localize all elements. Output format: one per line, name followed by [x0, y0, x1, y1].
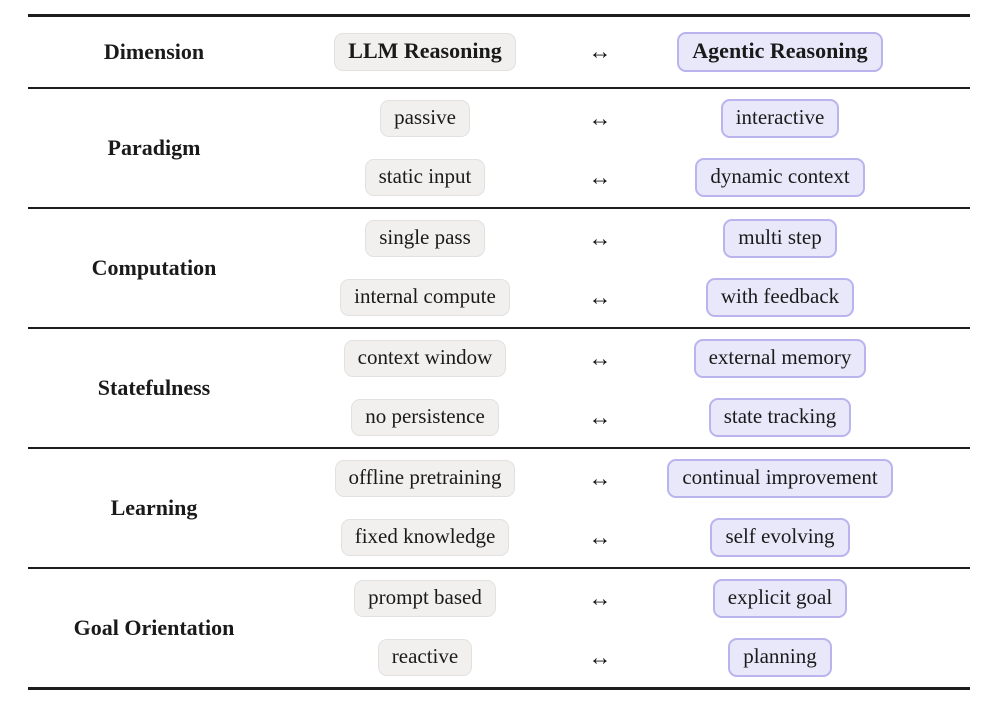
agentic-cell: planning — [630, 628, 930, 687]
dimension-label: Goal Orientation — [73, 615, 235, 640]
agentic-trait-pill: interactive — [720, 98, 840, 139]
llm-trait-pill: passive — [380, 99, 470, 138]
agentic-trait-pill: planning — [728, 637, 832, 678]
bidirectional-arrow-icon: ↔ — [588, 465, 612, 491]
llm-trait-pill: reactive — [377, 638, 473, 677]
bidirectional-arrow-icon: ↔ — [588, 284, 612, 310]
llm-cell: static input — [280, 148, 570, 207]
dimension-label: Paradigm — [107, 135, 201, 160]
bidirectional-arrow-icon: ↔ — [588, 105, 612, 131]
llm-cell: no persistence — [280, 388, 570, 447]
llm-cell: reactive — [280, 628, 570, 687]
table-header-row: Dimension LLM Reasoning ↔ Agentic Reason… — [28, 17, 970, 87]
agentic-cell: state tracking — [630, 388, 930, 447]
bidirectional-arrow-icon: ↔ — [588, 404, 612, 430]
agentic-cell: with feedback — [630, 268, 930, 327]
header-agentic-cell: Agentic Reasoning — [630, 17, 930, 87]
arrow-cell: ↔ — [570, 329, 630, 388]
bidirectional-arrow-icon: ↔ — [588, 524, 612, 550]
agentic-cell: interactive — [630, 89, 930, 148]
agentic-trait-pill: multi step — [723, 218, 837, 259]
llm-cell: fixed knowledge — [280, 508, 570, 567]
section-divider — [28, 447, 970, 449]
llm-cell: offline pretraining — [280, 449, 570, 508]
llm-cell: internal compute — [280, 268, 570, 327]
agentic-trait-pill: explicit goal — [712, 578, 848, 619]
agentic-trait-pill: self evolving — [710, 517, 850, 558]
section-paradigm: Paradigm passive ↔ interactive static in… — [28, 89, 970, 207]
agentic-cell: dynamic context — [630, 148, 930, 207]
agentic-cell: self evolving — [630, 508, 930, 567]
llm-cell: single pass — [280, 209, 570, 268]
llm-trait-pill: offline pretraining — [334, 459, 516, 498]
section-divider — [28, 327, 970, 329]
arrow-cell: ↔ — [570, 449, 630, 508]
comparison-table: Dimension LLM Reasoning ↔ Agentic Reason… — [28, 14, 970, 690]
llm-trait-pill: internal compute — [340, 278, 510, 317]
agentic-reasoning-header-pill: Agentic Reasoning — [677, 31, 883, 73]
llm-reasoning-header-pill: LLM Reasoning — [334, 32, 516, 72]
header-arrow-cell: ↔ — [570, 17, 630, 87]
bidirectional-arrow-icon: ↔ — [588, 345, 612, 371]
agentic-trait-pill: continual improvement — [667, 458, 893, 499]
llm-cell: passive — [280, 89, 570, 148]
section-computation: Computation single pass ↔ multi step int… — [28, 209, 970, 327]
bidirectional-arrow-icon: ↔ — [588, 39, 612, 64]
bidirectional-arrow-icon: ↔ — [588, 644, 612, 670]
top-rule — [28, 14, 970, 17]
section-learning: Learning offline pretraining ↔ continual… — [28, 449, 970, 567]
llm-trait-pill: fixed knowledge — [340, 518, 510, 557]
dimension-label: Computation — [91, 255, 217, 280]
arrow-cell: ↔ — [570, 89, 630, 148]
llm-trait-pill: context window — [343, 339, 507, 378]
section-goal-orientation: Goal Orientation prompt based ↔ explicit… — [28, 569, 970, 687]
arrow-cell: ↔ — [570, 569, 630, 628]
bidirectional-arrow-icon: ↔ — [588, 585, 612, 611]
llm-cell: prompt based — [280, 569, 570, 628]
arrow-cell: ↔ — [570, 508, 630, 567]
dimension-label: Statefulness — [97, 375, 211, 400]
arrow-cell: ↔ — [570, 148, 630, 207]
arrow-cell: ↔ — [570, 388, 630, 447]
llm-trait-pill: no persistence — [351, 398, 499, 437]
agentic-trait-pill: dynamic context — [695, 157, 865, 198]
arrow-cell: ↔ — [570, 628, 630, 687]
section-divider — [28, 567, 970, 569]
bottom-rule — [28, 687, 970, 690]
llm-cell: context window — [280, 329, 570, 388]
agentic-trait-pill: with feedback — [705, 277, 855, 318]
dimension-label: Learning — [110, 495, 198, 520]
section-divider — [28, 207, 970, 209]
bidirectional-arrow-icon: ↔ — [588, 164, 612, 190]
header-dimension: Dimension — [103, 39, 205, 64]
agentic-cell: external memory — [630, 329, 930, 388]
section-statefulness: Statefulness context window ↔ external m… — [28, 329, 970, 447]
section-divider — [28, 87, 970, 89]
bidirectional-arrow-icon: ↔ — [588, 225, 612, 251]
agentic-cell: continual improvement — [630, 449, 930, 508]
llm-trait-pill: prompt based — [354, 579, 496, 618]
agentic-trait-pill: state tracking — [708, 397, 852, 438]
arrow-cell: ↔ — [570, 209, 630, 268]
agentic-cell: explicit goal — [630, 569, 930, 628]
header-llm-cell: LLM Reasoning — [280, 17, 570, 87]
llm-trait-pill: static input — [364, 158, 486, 197]
llm-trait-pill: single pass — [365, 219, 485, 258]
agentic-trait-pill: external memory — [693, 338, 867, 379]
arrow-cell: ↔ — [570, 268, 630, 327]
agentic-cell: multi step — [630, 209, 930, 268]
